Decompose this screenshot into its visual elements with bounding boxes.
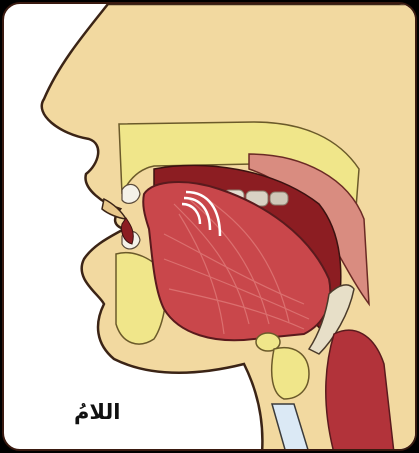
larynx-cartilage [271,347,310,400]
esophagus [271,403,309,449]
airflow-lines [181,190,222,237]
head-cross-section [40,4,415,449]
hyoid-bone [255,332,281,352]
lip-gap [121,217,134,245]
pharynx [325,329,395,449]
epiglottis [307,284,355,355]
letter-caption: اللامُ [74,400,121,424]
tongue-muscle-lines [163,196,310,335]
jaw-bone [115,252,167,345]
